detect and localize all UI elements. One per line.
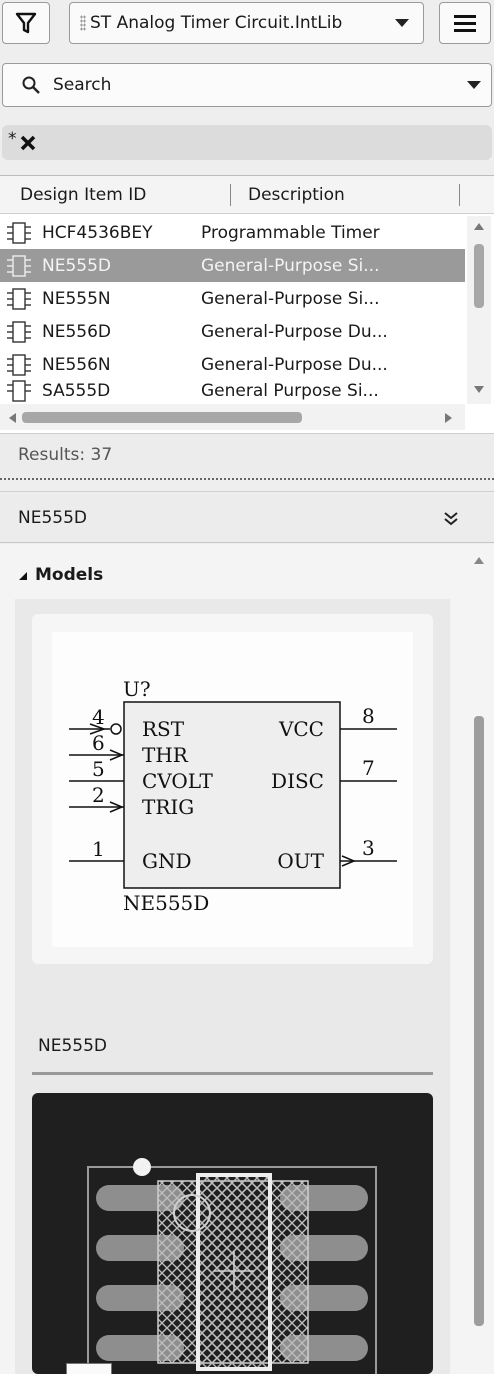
table-row[interactable]: NE556N General-Purpose Du... — [0, 348, 465, 381]
schematic-canvas: U? 4 6 5 2 1 RST THR CVOLT TRIG GND 8 7 … — [52, 632, 413, 947]
row-id: NE555N — [42, 288, 111, 309]
pin-name: GND — [142, 849, 192, 873]
pin-number: 2 — [92, 783, 105, 807]
results-bar: Results: 37 — [0, 433, 494, 477]
pin-number: 5 — [92, 757, 105, 781]
chevron-down-icon — [395, 19, 409, 27]
row-description: General-Purpose Du... — [201, 354, 388, 375]
schematic-preview: U? 4 6 5 2 1 RST THR CVOLT TRIG GND 8 7 … — [32, 614, 433, 964]
splitter[interactable] — [0, 478, 494, 492]
scroll-left-icon[interactable] — [8, 413, 16, 423]
row-description: General-Purpose Si... — [201, 288, 380, 309]
column-header-id[interactable]: Design Item ID — [20, 185, 147, 205]
models-panel: U? 4 6 5 2 1 RST THR CVOLT TRIG GND 8 7 … — [15, 599, 450, 1374]
divider — [32, 1072, 433, 1075]
row-description: Programmable Timer — [201, 222, 380, 243]
menu-button[interactable] — [439, 2, 491, 44]
pin-name: DISC — [271, 769, 324, 793]
table-row[interactable]: SA555D General Purpose Si... — [0, 380, 465, 402]
designator-text: U? — [123, 677, 151, 701]
footprint-preview[interactable]: 3D — [32, 1093, 433, 1374]
details-header[interactable]: NE555D — [0, 495, 494, 543]
pin-number: 1 — [92, 837, 105, 861]
funnel-icon — [15, 12, 37, 34]
pin-number: 6 — [92, 731, 105, 755]
grid-body: HCF4536BEY Programmable Timer NE555D Gen… — [0, 216, 465, 404]
pin-number: 7 — [362, 756, 375, 780]
details-body: Models — [0, 544, 494, 1374]
search-icon — [22, 76, 40, 94]
clear-filter-icon[interactable] — [19, 134, 37, 152]
row-description: General-Purpose Du... — [201, 321, 388, 342]
component-icon — [6, 221, 32, 244]
grid-header: Design Item ID Description — [0, 176, 494, 214]
search-label: Search — [53, 75, 112, 95]
scroll-down-icon[interactable] — [474, 386, 484, 394]
hamburger-menu-icon — [454, 15, 476, 32]
table-row[interactable]: NE556D General-Purpose Du... — [0, 315, 465, 348]
schematic-symbol: U? 4 6 5 2 1 RST THR CVOLT TRIG GND 8 7 … — [69, 677, 397, 915]
component-icon — [6, 320, 32, 343]
scroll-thumb[interactable] — [474, 716, 484, 1326]
row-id: NE555D — [42, 255, 111, 276]
scroll-right-icon[interactable] — [445, 413, 453, 423]
column-divider[interactable] — [230, 184, 231, 206]
component-grid: Design Item ID Description HCF4536BEY Pr… — [0, 175, 494, 433]
comment-text: NE555D — [123, 891, 209, 915]
models-heading: Models — [35, 565, 104, 585]
row-id: SA555D — [42, 381, 111, 401]
scroll-thumb[interactable] — [22, 412, 302, 423]
pin-name: RST — [142, 717, 185, 741]
search-dropdown-icon[interactable] — [467, 81, 481, 89]
footprint-drawing — [87, 1158, 377, 1374]
scroll-thumb[interactable] — [474, 244, 484, 308]
column-header-description[interactable]: Description — [248, 185, 345, 205]
pin-number: 8 — [362, 704, 375, 728]
filter-button[interactable] — [2, 2, 50, 44]
row-description: General-Purpose Si... — [201, 255, 380, 276]
pin-number: 4 — [92, 705, 105, 729]
pin-name: OUT — [277, 849, 324, 873]
collapse-chevron-icon[interactable] — [442, 511, 460, 527]
row-id: NE556D — [42, 321, 111, 342]
library-name: ST Analog Timer Circuit.IntLib — [90, 13, 343, 33]
scroll-up-icon[interactable] — [474, 222, 484, 230]
grid-horizontal-scrollbar[interactable] — [0, 404, 465, 430]
pin-number: 3 — [362, 836, 375, 860]
wildcard-label: * — [8, 129, 17, 149]
library-selector[interactable]: ST Analog Timer Circuit.IntLib — [69, 2, 424, 44]
table-row-selected[interactable]: NE555D General-Purpose Si... — [0, 249, 465, 282]
expand-triangle-icon[interactable] — [18, 571, 28, 581]
column-divider[interactable] — [459, 184, 460, 206]
component-icon — [6, 353, 32, 376]
pin-name: VCC — [278, 717, 324, 741]
filter-bar: * — [2, 125, 492, 160]
details-vertical-scrollbar[interactable] — [466, 544, 492, 1374]
component-icon — [6, 254, 32, 277]
pin-name: THR — [142, 743, 189, 767]
row-description: General Purpose Si... — [201, 381, 379, 401]
row-id: HCF4536BEY — [42, 222, 153, 243]
pin-name: CVOLT — [142, 769, 213, 793]
row-id: NE556N — [42, 354, 111, 375]
drag-grip-icon — [80, 15, 86, 31]
search-input[interactable]: Search — [2, 63, 492, 107]
grid-vertical-scrollbar[interactable] — [467, 216, 491, 404]
component-icon — [6, 380, 32, 402]
pin-name: TRIG — [142, 795, 194, 819]
details-title: NE555D — [18, 508, 87, 528]
table-row[interactable]: NE555N General-Purpose Si... — [0, 282, 465, 315]
scroll-up-icon[interactable] — [474, 556, 484, 564]
table-row[interactable]: HCF4536BEY Programmable Timer — [0, 216, 465, 249]
component-icon — [6, 287, 32, 310]
3d-toggle-badge[interactable]: 3D — [66, 1363, 112, 1374]
results-count: Results: 37 — [18, 445, 113, 465]
footprint-name: NE555D — [38, 1036, 107, 1056]
